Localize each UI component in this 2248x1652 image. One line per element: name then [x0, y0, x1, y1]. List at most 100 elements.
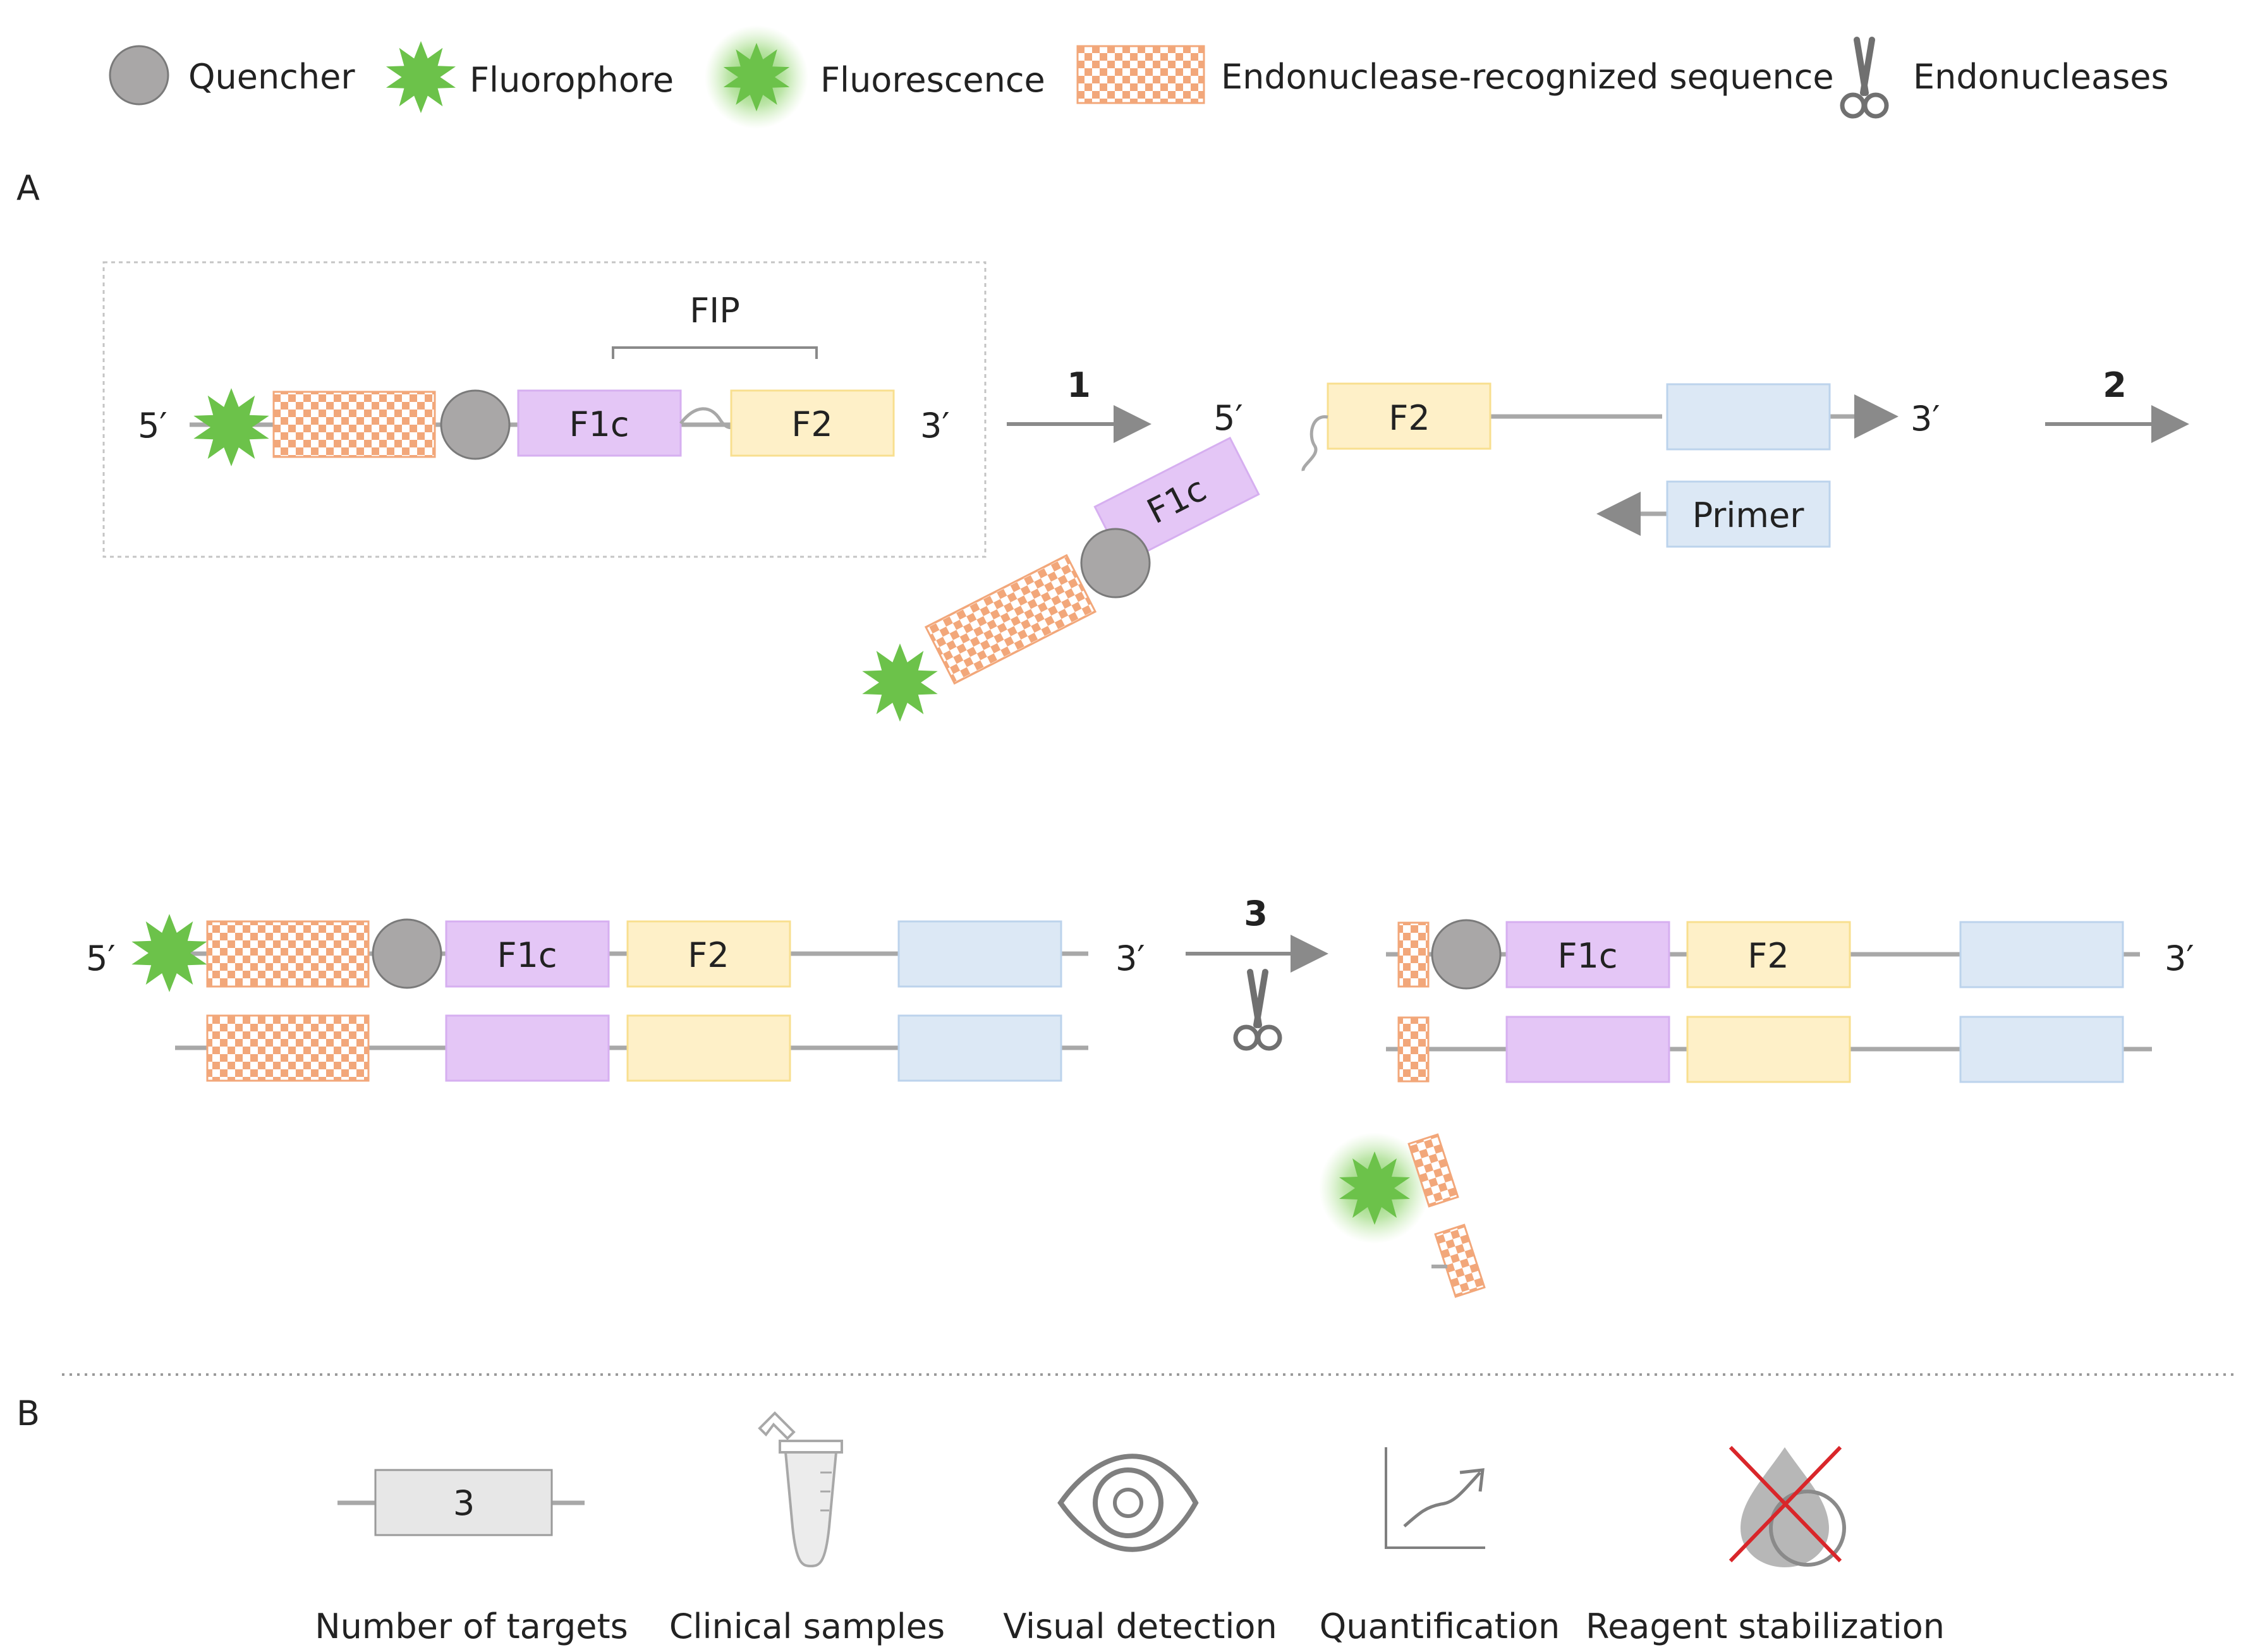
quencher-legend-icon [109, 45, 169, 106]
released-recognized-fragment-2 [1434, 1224, 1486, 1298]
legend: Quencher Fluorophore Fluorescence Endonu… [109, 25, 2169, 129]
f2-block-annealed [1327, 382, 1492, 450]
recognized-sequence-ds-top [206, 920, 370, 988]
target-complement-cleaved [1959, 1016, 2124, 1083]
tube-icon [758, 1411, 843, 1568]
step-2-label: 2 [2103, 365, 2127, 405]
eye-iris [1093, 1467, 1163, 1538]
fip-label: FIP [690, 291, 740, 331]
target-block [1666, 383, 1831, 451]
f1c-block-ds [445, 920, 610, 988]
f2-label: F2 [791, 404, 832, 444]
primer-label: Primer [1692, 495, 1805, 535]
quencher-icon-cleaved [1431, 919, 1502, 990]
tube-cap [758, 1411, 796, 1440]
f2-label-annealed: F2 [1388, 398, 1430, 438]
tube-body [784, 1451, 838, 1568]
targets-icon [374, 1469, 553, 1536]
feature-quantification: Quantification [1320, 1606, 1560, 1646]
chart-axes [1385, 1447, 1485, 1549]
three-prime-label-ds: 3′ [1115, 938, 1145, 978]
target-block-ds [897, 920, 1062, 988]
f1c-label: F1c [569, 404, 629, 444]
double-strand-product: 5′ F1c F2 3′ [86, 914, 1145, 1082]
annealed-linker [1301, 415, 1328, 471]
f1c-block [517, 389, 682, 457]
tube-rim [779, 1440, 843, 1454]
feature-number-of-targets: Number of targets [315, 1606, 628, 1646]
f2-label-ds: F2 [688, 935, 729, 975]
clinical-samples-feature: Clinical samples [669, 1411, 945, 1646]
three-prime-label: 3′ [920, 406, 950, 446]
five-prime-label-ds: 5′ [86, 938, 116, 978]
legend-fluorophore-label: Fluorophore [470, 60, 674, 100]
recognized-sequence-stub-top [1397, 921, 1430, 988]
recognized-sequence-stub-bottom [1397, 1016, 1430, 1083]
chart-icon [1385, 1447, 1485, 1549]
f2-complement-ds [626, 1014, 791, 1082]
three-prime-label-annealed: 3′ [1911, 399, 1940, 439]
legend-recognized-sequence-label: Endonuclease-recognized sequence [1221, 57, 1834, 97]
quantification-feature: Quantification [1320, 1447, 1560, 1646]
recognized-sequence-block [272, 391, 436, 458]
f2-block [730, 389, 895, 457]
f2-complement-cleaved [1686, 1016, 1851, 1083]
three-prime-label-cleaved: 3′ [2165, 938, 2194, 978]
target-block-cleaved [1959, 921, 2124, 988]
panel-b-label: B [16, 1394, 40, 1433]
eye-pupil [1113, 1488, 1143, 1518]
fluorophore-icon-tilted [862, 643, 938, 722]
eye-icon [1057, 1454, 1199, 1552]
chart-curve [1403, 1471, 1481, 1527]
f1c-complement-ds [445, 1014, 610, 1082]
f1c-label-cleaved: F1c [1557, 936, 1617, 976]
f2-block-ds [626, 920, 791, 988]
f1c-complement-cleaved [1505, 1016, 1670, 1083]
recognized-sequence-legend-icon [1076, 45, 1205, 104]
annealed-fip: 5′ F2 3′ F1c Primer [862, 382, 1940, 722]
circle-overlay-icon [1769, 1490, 1846, 1567]
step-3: 3 [1186, 894, 1328, 1048]
fip-bracket [612, 346, 818, 359]
f1c-label-ds: F1c [497, 935, 557, 975]
quencher-icon [440, 389, 511, 460]
legend-quencher-label: Quencher [188, 57, 355, 97]
released-fragment-1 [1407, 1133, 1459, 1208]
chart-arrow-head [1459, 1468, 1485, 1492]
recognized-sequence-ds-bottom [206, 1014, 370, 1082]
target-complement-ds [897, 1014, 1062, 1082]
cross-line-2 [1729, 1445, 1842, 1563]
five-prime-label: 5′ [138, 406, 167, 446]
targets-value: 3 [453, 1483, 475, 1523]
tilted-probe: F1c [1093, 436, 1260, 565]
scissors-icon [1236, 972, 1280, 1048]
five-prime-label-annealed: 5′ [1213, 398, 1243, 438]
feature-reagent-stabilization: Reagent stabilization [1586, 1606, 1945, 1646]
eye-outline [1057, 1454, 1199, 1552]
f1c-block-cleaved [1505, 921, 1670, 988]
recognized-sequence-tilted [924, 554, 1097, 685]
f2-block-cleaved [1686, 921, 1851, 988]
fluorophore-icon [193, 388, 269, 466]
fluorophore-legend-icon [386, 40, 456, 114]
panel-a-label: A [16, 168, 40, 208]
step-3-label: 3 [1244, 894, 1268, 933]
fip-construct: FIP 5′ F1c F2 3′ [102, 261, 987, 558]
f2-label-cleaved: F2 [1747, 936, 1789, 976]
tilted-recognized-sequence [924, 554, 1097, 685]
feature-clinical-samples: Clinical samples [669, 1606, 945, 1646]
primer-block [1666, 480, 1831, 548]
legend-endonucleases-label: Endonucleases [1913, 57, 2169, 97]
targets-feature: 3 Number of targets [315, 1469, 628, 1646]
fip-dotted-frame [102, 261, 987, 558]
legend-fluorescence-label: Fluorescence [820, 60, 1045, 100]
visual-detection-feature: Visual detection [1003, 1454, 1277, 1646]
scissors-legend-icon [1842, 40, 1886, 116]
step-1: 1 [1007, 365, 1151, 443]
reagent-stabilization-feature: Reagent stabilization [1586, 1445, 1945, 1646]
reagent-stabilization-icon [1729, 1445, 1846, 1567]
cleaved-product: F1c F2 3′ [1319, 919, 2194, 1298]
released-recognized-fragment-1 [1407, 1133, 1459, 1208]
feature-visual-detection: Visual detection [1003, 1606, 1277, 1646]
